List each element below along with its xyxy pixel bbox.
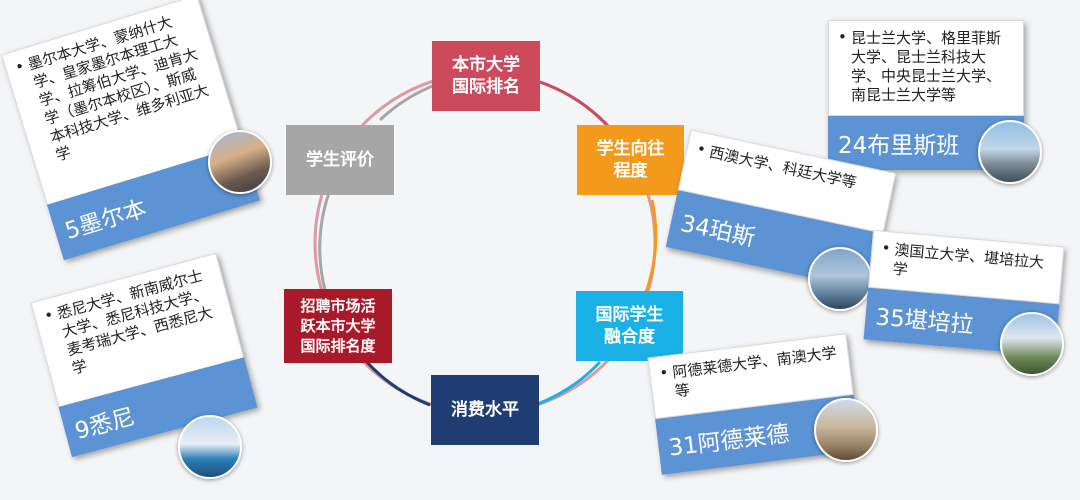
node-ranking: 本市大学 国际排名 bbox=[432, 41, 540, 111]
sydney-photo bbox=[178, 415, 242, 479]
melbourne-photo bbox=[208, 130, 272, 194]
brisbane-photo bbox=[978, 120, 1042, 184]
node-recruitment: 招聘市场活 跃本市大学 国际排名度 bbox=[284, 289, 392, 363]
adelaide-photo bbox=[814, 398, 878, 462]
node-evaluation-label: 学生评价 bbox=[306, 150, 374, 170]
node-attraction: 学生向往 程度 bbox=[577, 125, 684, 195]
node-integration-label: 国际学生 融合度 bbox=[595, 305, 664, 347]
node-evaluation: 学生评价 bbox=[286, 125, 394, 195]
node-recruitment-label: 招聘市场活 跃本市大学 国际排名度 bbox=[300, 297, 376, 355]
card-brisbane-universities: 昆士兰大学、格里菲斯大学、昆士兰科技大学、中央昆士兰大学、南昆士兰大学等 bbox=[828, 20, 1024, 116]
card-brisbane: 昆士兰大学、格里菲斯大学、昆士兰科技大学、中央昆士兰大学、南昆士兰大学等 24布… bbox=[828, 20, 1024, 170]
canberra-photo bbox=[1000, 312, 1064, 376]
node-consumption-label: 消费水平 bbox=[451, 400, 519, 420]
perth-photo bbox=[808, 247, 872, 311]
node-integration: 国际学生 融合度 bbox=[576, 291, 683, 361]
node-attraction-label: 学生向往 程度 bbox=[596, 139, 665, 181]
node-ranking-label: 本市大学 国际排名 bbox=[452, 55, 520, 97]
node-consumption: 消费水平 bbox=[431, 375, 539, 445]
